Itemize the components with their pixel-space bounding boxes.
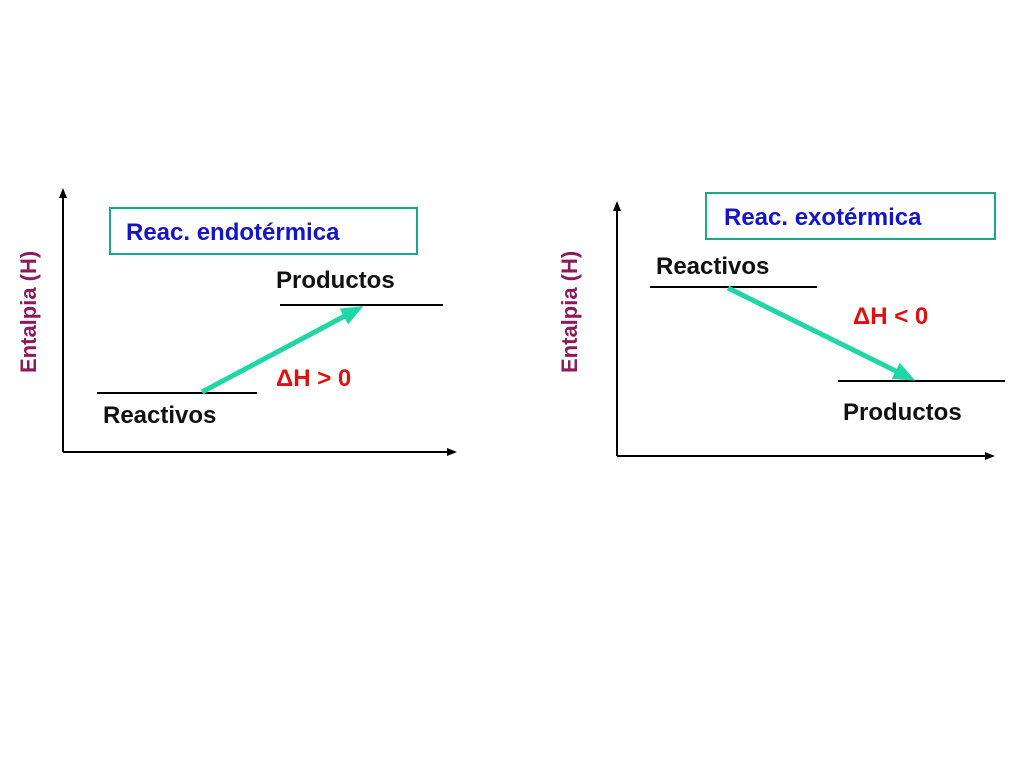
reactants-label-left: Reactivos [103,402,216,429]
delta-h-label-left: ΔH > 0 [276,365,351,392]
y-axis-label-left: Entalpia (H) [16,251,41,373]
reactants-label-right: Reactivos [656,253,769,280]
products-label-left: Productos [276,267,395,294]
y-axis-label-right: Entalpia (H) [557,251,582,373]
endothermic-diagram: Entalpia (H) Reac. endotérmica Productos… [16,188,457,456]
title-box-right [705,192,996,240]
title-right: Reac. exotérmica [724,204,922,231]
exothermic-diagram: Entalpia (H) Reac. exotérmica Reactivos … [557,192,1005,460]
title-left: Reac. endotérmica [126,219,340,246]
delta-h-label-right: ΔH < 0 [853,303,928,330]
title-box-left [109,207,418,255]
enthalpy-arrow-left [200,306,364,395]
products-label-right: Productos [843,399,962,426]
enthalpy-arrow-right [726,285,916,381]
